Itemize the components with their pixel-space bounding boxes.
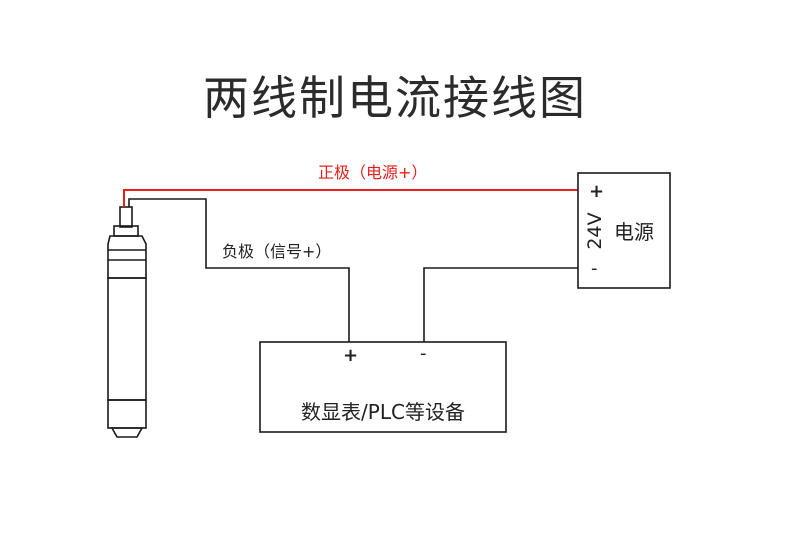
return-wire bbox=[423, 267, 578, 342]
device-plus-label: + bbox=[343, 345, 358, 366]
power-name-label: 电源 bbox=[614, 220, 654, 244]
positive-wire bbox=[123, 189, 578, 207]
power-voltage-label: 24V bbox=[584, 212, 606, 249]
diagram-title: 两线制电流接线图 bbox=[203, 71, 587, 125]
sensor-body bbox=[107, 277, 147, 401]
sensor-cap bbox=[110, 427, 144, 438]
sensor-head bbox=[107, 235, 147, 279]
power-minus-label: - bbox=[591, 258, 598, 279]
device-minus-label: - bbox=[420, 343, 427, 364]
device-box bbox=[259, 341, 507, 433]
sensor-cable-gland bbox=[119, 206, 133, 228]
signal-wire bbox=[128, 198, 350, 342]
power-supply-box bbox=[577, 172, 671, 289]
sensor-tip bbox=[107, 399, 147, 429]
negative-wire-label: 负极（信号+） bbox=[222, 242, 331, 261]
positive-wire-label: 正极（电源+） bbox=[318, 163, 427, 182]
device-name-label: 数显表/PLC等设备 bbox=[301, 400, 465, 424]
power-plus-label: + bbox=[589, 181, 604, 202]
sensor-probe bbox=[107, 206, 147, 438]
